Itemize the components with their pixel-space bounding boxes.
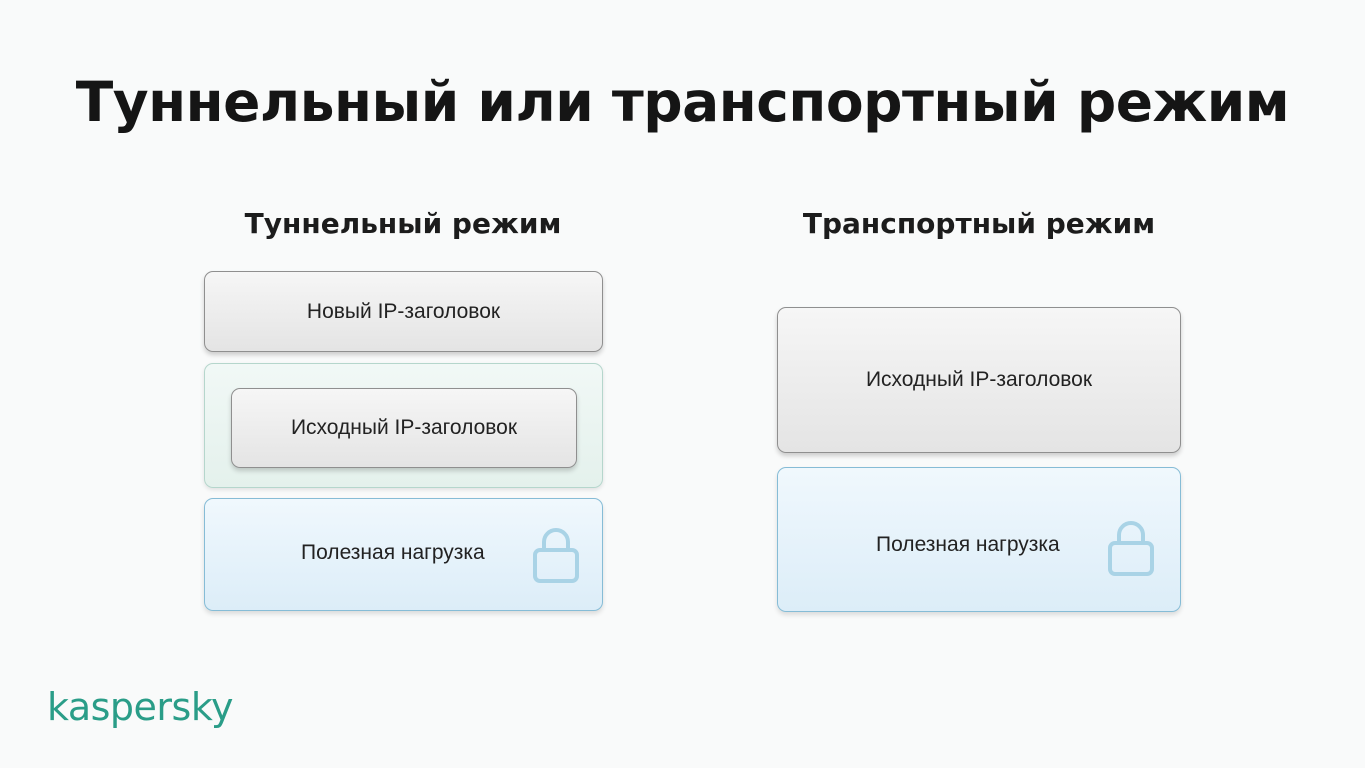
- lock-icon: [1108, 521, 1154, 576]
- tunnel-mode-heading: Туннельный режим: [244, 207, 562, 240]
- transport-original-ip-header-box: Исходный IP-заголовок: [777, 307, 1181, 453]
- lock-icon: [533, 528, 579, 583]
- transport-original-ip-header-label: Исходный IP-заголовок: [865, 368, 1093, 391]
- transport-mode-heading: Транспортный режим: [802, 207, 1156, 240]
- tunnel-original-ip-header-label: Исходный IP-заголовок: [290, 416, 518, 439]
- transport-payload-box: Полезная нагрузка: [777, 467, 1181, 612]
- tunnel-new-ip-header-box: Новый IP-заголовок: [204, 271, 603, 352]
- kaspersky-logo: kaspersky: [47, 685, 233, 729]
- transport-payload-label: Полезная нагрузка: [876, 533, 1060, 556]
- tunnel-payload-label: Полезная нагрузка: [301, 541, 485, 564]
- page-title: Туннельный или транспортный режим: [75, 70, 1290, 134]
- tunnel-payload-box: Полезная нагрузка: [204, 498, 603, 611]
- tunnel-original-ip-header-box: Исходный IP-заголовок: [231, 388, 577, 468]
- tunnel-new-ip-header-label: Новый IP-заголовок: [306, 299, 501, 323]
